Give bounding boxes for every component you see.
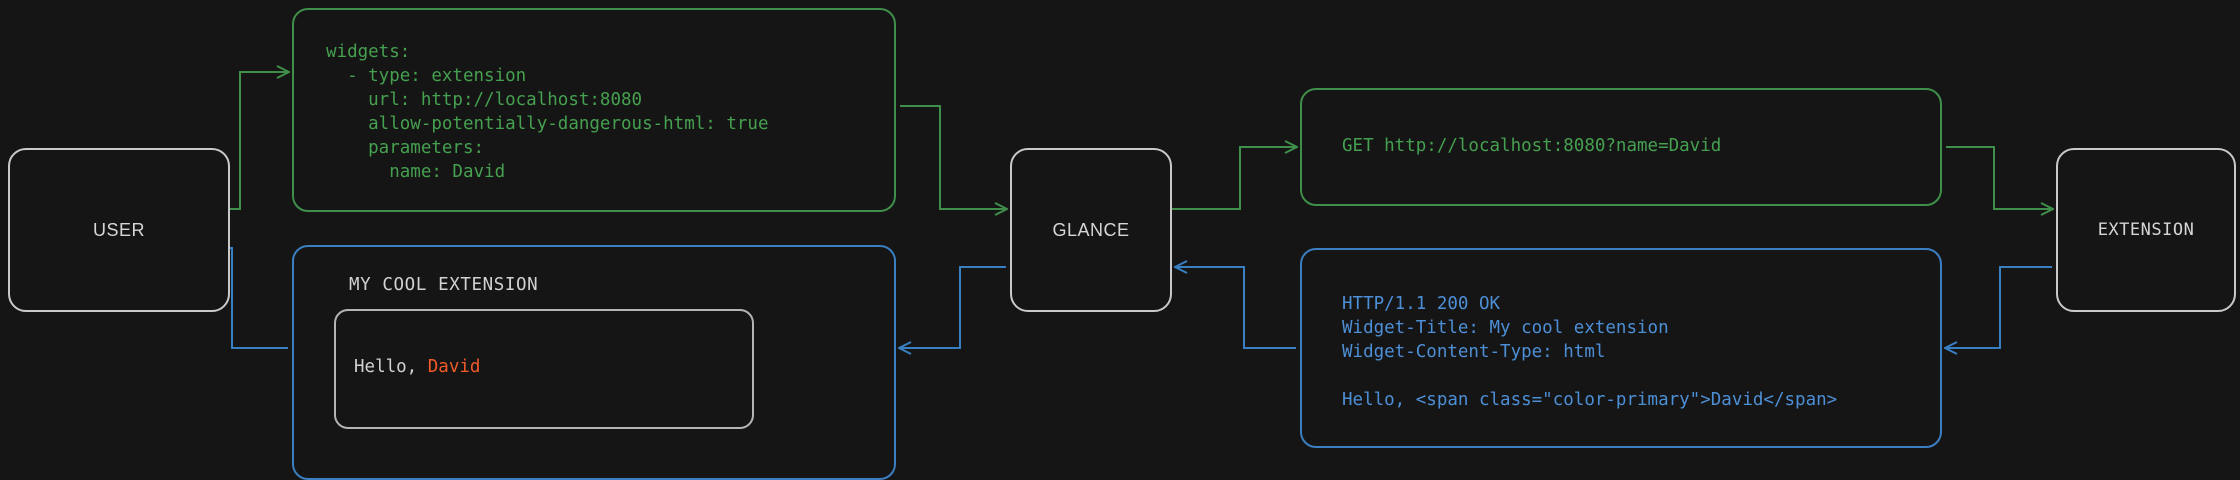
node-glance-label: GLANCE [1052,219,1130,240]
arrow-user-to-yaml [230,72,288,210]
arrow-extension-to-response [1946,266,2052,348]
message-box-yaml-config: widgets: - type: extension url: http://l… [292,8,896,212]
node-user[interactable]: USER [8,148,230,312]
arrow-glance-to-widget [900,266,1006,348]
widget-body-accent: David [427,357,481,377]
message-box-http-get: GET http://localhost:8080?name=David [1300,88,1942,206]
widget-title: MY COOL EXTENSION [349,275,539,295]
yaml-config-text: widgets: - type: extension url: http://l… [326,42,769,182]
message-box-rendered-widget: MY COOL EXTENSION Hello, David [292,245,896,480]
http-response-text: HTTP/1.1 200 OK Widget-Title: My cool ex… [1342,294,1838,410]
arrow-response-to-glance [1176,267,1296,349]
widget-content-card: Hello, David [334,309,754,429]
widget-body-prefix: Hello, [354,357,428,377]
arrow-get-to-extension [1946,146,2052,209]
node-user-label: USER [92,219,145,240]
arrow-glance-to-get [1172,147,1296,210]
widget-body: Hello, David [354,357,480,377]
arrow-yaml-to-glance [900,105,1006,209]
message-box-http-response: HTTP/1.1 200 OK Widget-Title: My cool ex… [1300,248,1942,448]
node-extension-label: EXTENSION [2097,220,2195,240]
node-glance[interactable]: GLANCE [1010,148,1172,312]
http-get-text: GET http://localhost:8080?name=David [1342,136,1722,156]
node-extension[interactable]: EXTENSION [2056,148,2236,312]
